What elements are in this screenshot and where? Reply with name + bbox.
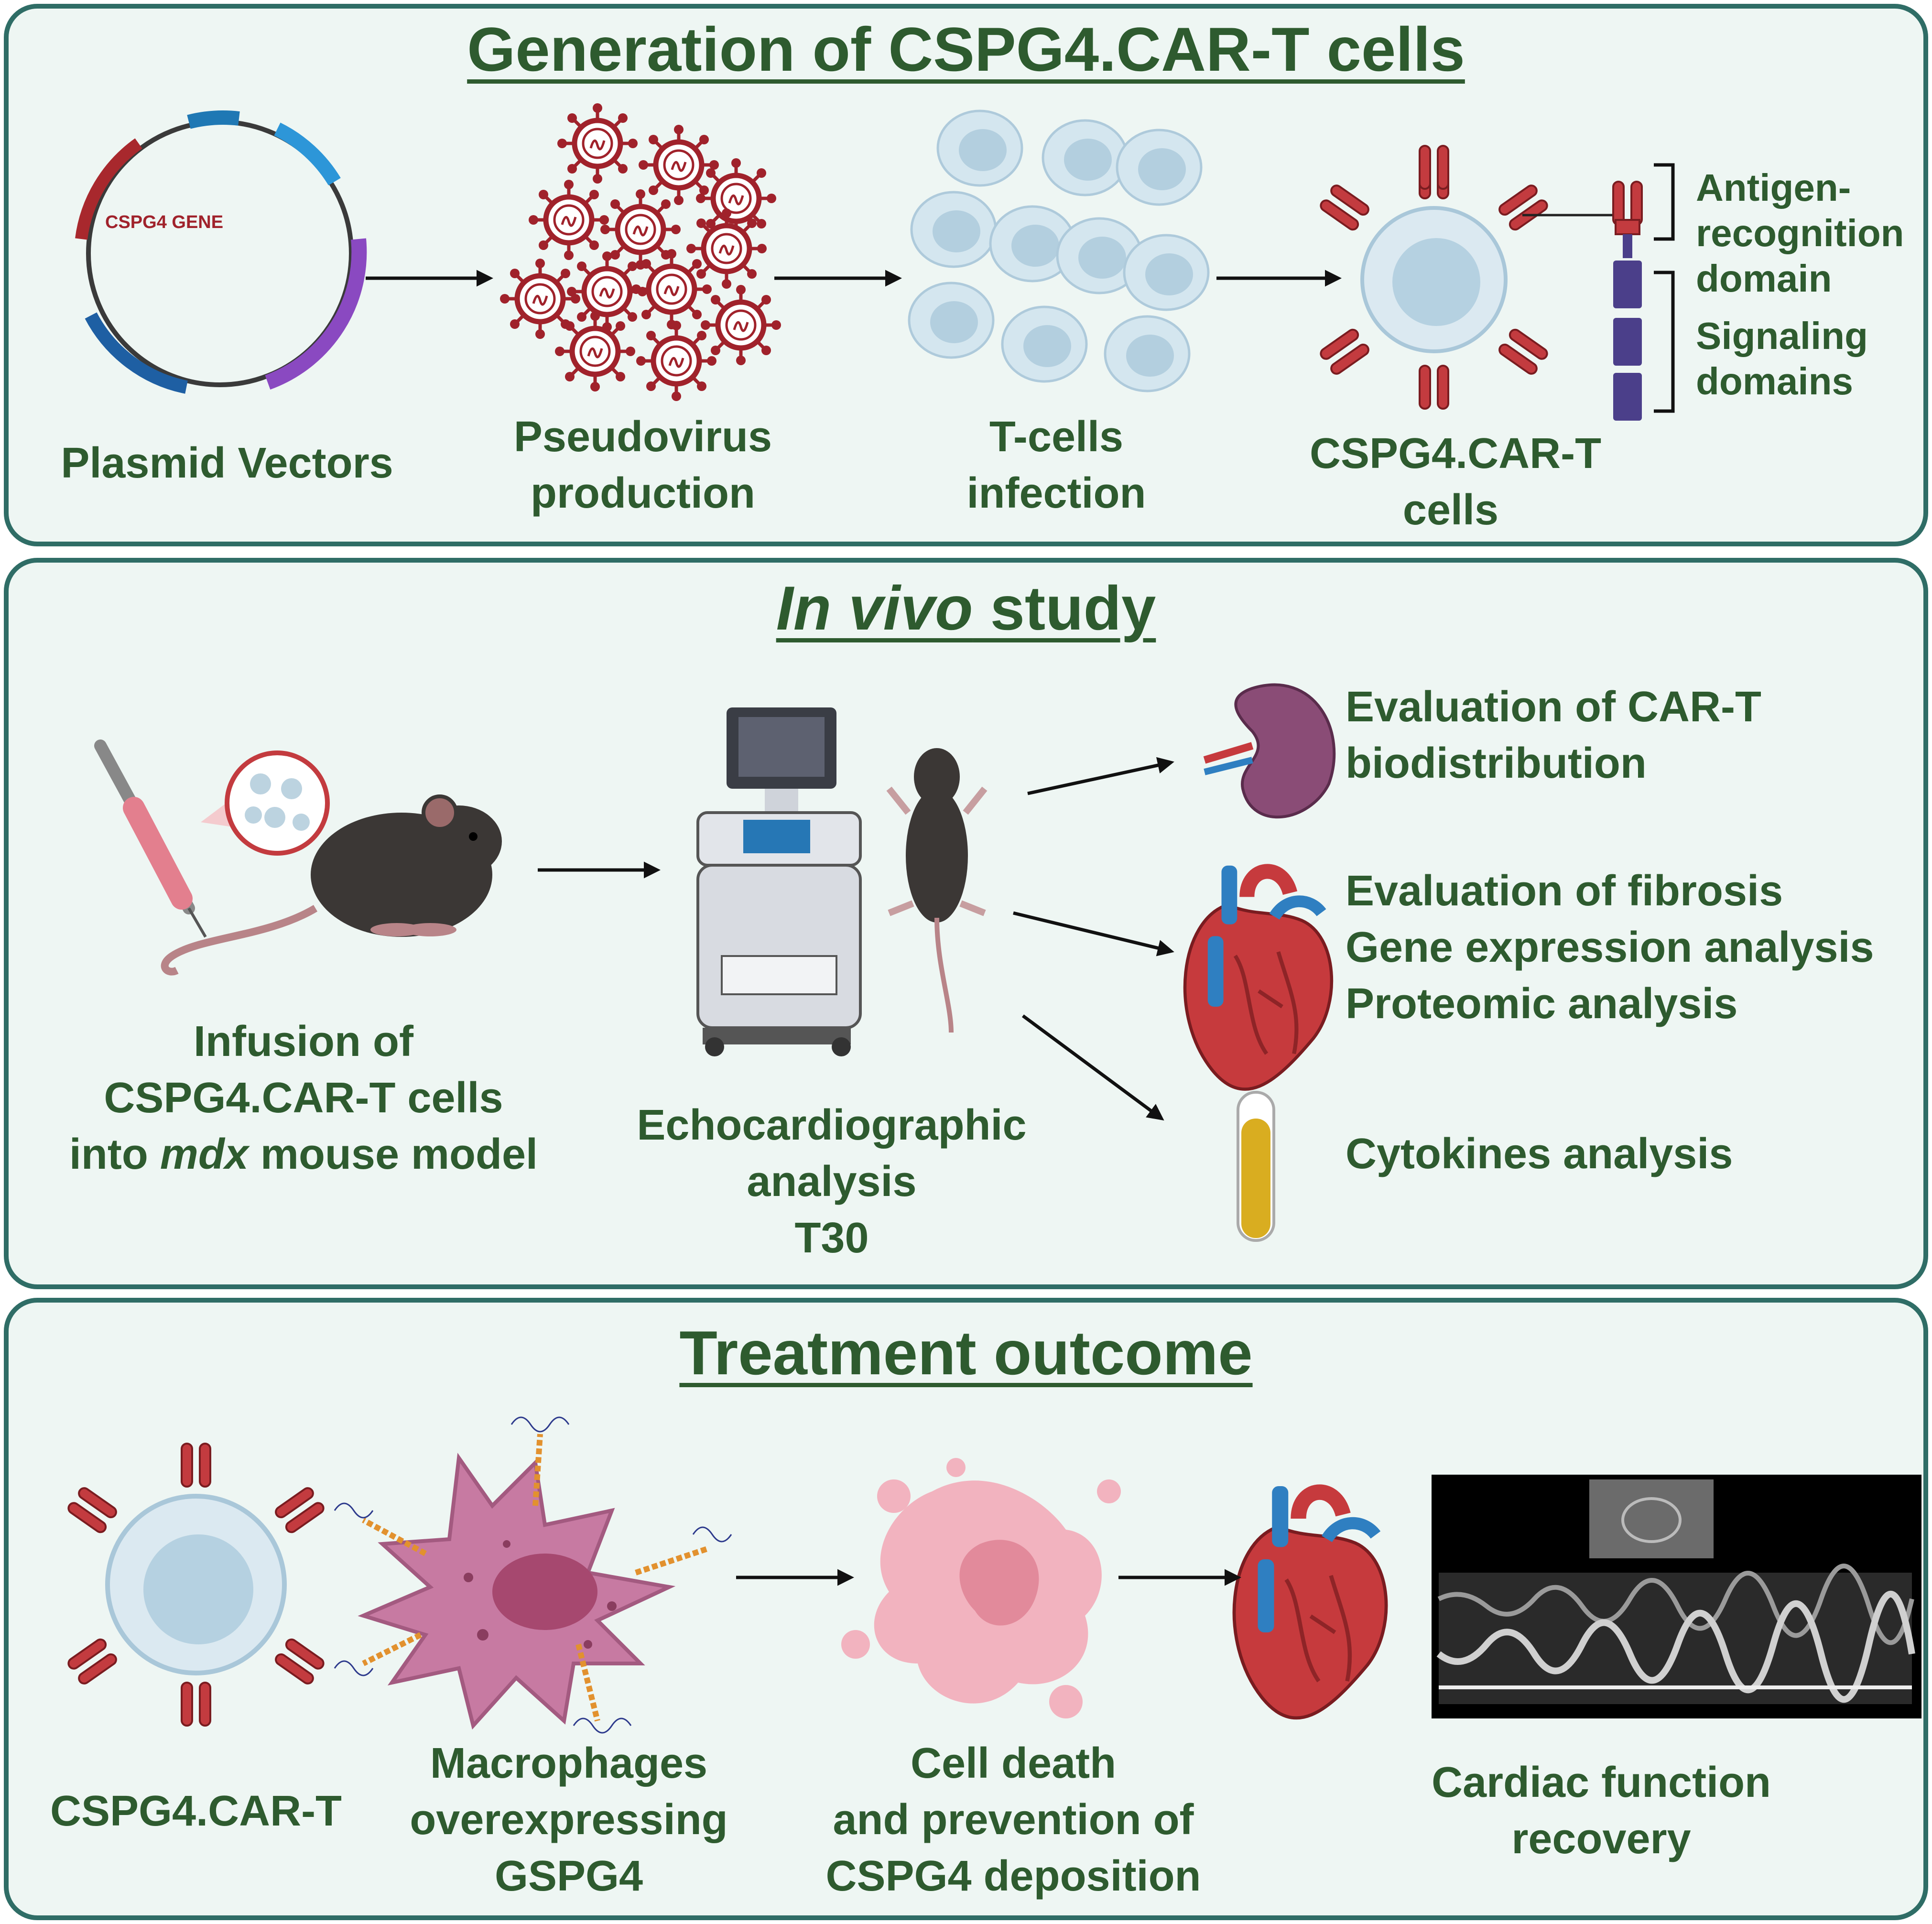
panel-generation: Generation of CSPG4.CAR-T cells (4, 4, 1928, 546)
pseudovirus-label: Pseudovirus production (513, 413, 772, 517)
title-rest-part: study (973, 573, 1156, 643)
virus-cluster-icon (500, 103, 781, 401)
infusion-label: Infusion of CSPG4.CAR-T cells into mdx m… (69, 1018, 538, 1178)
outcome-biodistribution-label: Evaluation of CAR-T biodistribution (1346, 683, 1761, 787)
car-t-cell-outcome-icon (65, 1443, 326, 1727)
signaling-domains-label: Signaling domains (1696, 315, 1868, 402)
cardiac-recovery-label: Cardiac function recovery (1431, 1759, 1771, 1863)
panel2-arrows (538, 757, 1174, 1121)
cell-death-label: Cell death and prevention of CSPG4 depos… (825, 1739, 1201, 1900)
plasmid-vectors-label: Plasmid Vectors (61, 439, 393, 487)
kidney-icon (1203, 683, 1336, 819)
panel-title-treatment: Treatment outcome (679, 1318, 1253, 1388)
heart-icon-panel2 (1185, 866, 1332, 1089)
echocardiogram-image (1432, 1475, 1921, 1718)
blood-tube-icon (1237, 1091, 1275, 1242)
syringe-mouse-icon (94, 739, 502, 976)
plasmid-gene-label: CSPG4 GENE (105, 212, 224, 232)
macrophage-icon (334, 1416, 732, 1734)
panel-title-generation: Generation of CSPG4.CAR-T cells (467, 14, 1465, 84)
panel-title-in-vivo: In vivo study (9, 572, 1923, 644)
echo-analysis-label: Echocardiographic analysis T30 (637, 1101, 1027, 1262)
plasmid-icon (75, 110, 367, 394)
car-structure-icon (1522, 163, 1675, 421)
cart-cells-label: CSPG4.CAR-T cells (1310, 430, 1602, 534)
title-italic-part: In vivo (776, 573, 973, 643)
panel-in-vivo: In vivo study (4, 558, 1928, 1289)
cell-death-icon (841, 1458, 1121, 1718)
tcells-infection-label: T-cells infection (966, 413, 1146, 517)
mouse-top-view-icon (886, 748, 988, 1033)
tcells-icon (909, 111, 1208, 391)
macrophages-label: Macrophages overexpressing GSPG4 (410, 1739, 728, 1900)
antigen-domain-label: Antigen- recognition domain (1696, 166, 1904, 300)
heart-icon-panel3 (1234, 1486, 1386, 1718)
ultrasound-machine-icon (696, 707, 862, 1056)
car-t-cell-icon (1318, 145, 1550, 410)
cart-outcome-label: CSPG4.CAR-T (50, 1787, 342, 1835)
outcome-fibrosis-label: Evaluation of fibrosis Gene expression a… (1346, 867, 1874, 1028)
outcome-cytokines-label: Cytokines analysis (1346, 1130, 1733, 1178)
